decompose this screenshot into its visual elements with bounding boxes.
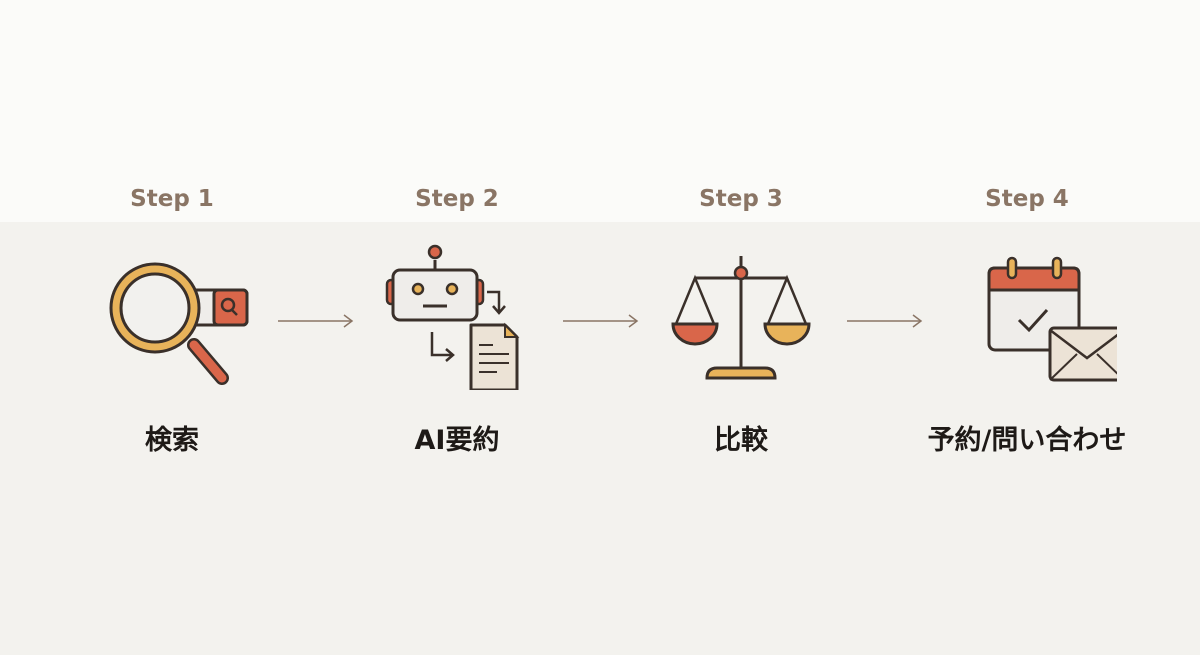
step-2: Step 2 AI要約 [337, 0, 577, 655]
arrow-right-icon [278, 314, 354, 328]
calendar-mail-icon [987, 256, 1117, 382]
step-name: 比較 [714, 425, 768, 456]
search-icon [109, 262, 249, 385]
step-3: Step 3 比較 [621, 0, 861, 655]
step-name: 予約/問い合わせ [927, 425, 1127, 456]
step-name: 検索 [145, 425, 199, 456]
step-label: Step 1 [130, 186, 214, 212]
step-1: Step 1 検索 [52, 0, 292, 655]
step-label: Step 2 [415, 186, 499, 212]
arrow-right-icon [563, 314, 639, 328]
scale-icon [671, 256, 811, 380]
robot-summary-icon [385, 244, 520, 390]
arrow-right-icon [847, 314, 923, 328]
step-label: Step 4 [985, 186, 1069, 212]
step-name: AI要約 [414, 425, 500, 456]
step-label: Step 3 [699, 186, 783, 212]
step-4: Step 4 予約/問い合わせ [907, 0, 1147, 655]
